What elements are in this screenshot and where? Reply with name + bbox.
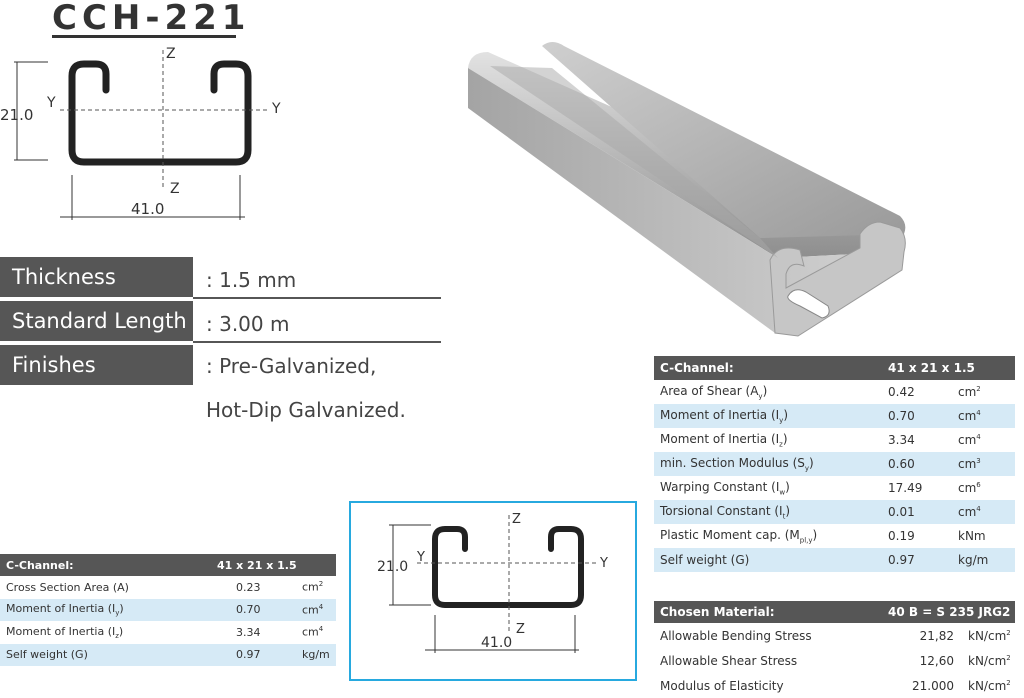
box-height-label: 21.0 xyxy=(377,559,408,575)
top-axis-z-top: Z xyxy=(166,46,176,62)
top-cross-section-drawing: 21.0 Y Y Z Z 41.0 xyxy=(0,46,281,220)
top-axis-z-bottom: Z xyxy=(170,181,180,197)
table-row: min. Section Modulus (Sy) 0.60 cm3 xyxy=(654,452,1015,476)
table-cell-unit: kN/cm2 xyxy=(962,623,1015,648)
table-row: Modulus of Elasticity 21.000 kN/cm2 xyxy=(654,673,1015,698)
material-table: Chosen Material: 40 B = S 235 JRG2 Allow… xyxy=(654,601,1015,698)
boxed-cross-section-drawing: 21.0 Y Y Z Z 41.0 xyxy=(377,512,608,653)
section-properties-table: C-Channel: 41 x 21 x 1.5 Area of Shear (… xyxy=(654,356,1015,572)
spec-value-length: : 3.00 m xyxy=(206,312,290,336)
table-header-row: Chosen Material: 40 B = S 235 JRG2 xyxy=(654,601,1015,623)
table-cell-name: Plastic Moment cap. (Mpl,y) xyxy=(654,524,882,548)
boxed-cross-section-frame xyxy=(349,501,637,681)
table-header-cell: Chosen Material: xyxy=(654,601,882,623)
box-axis-y-right: Y xyxy=(599,556,608,571)
table-cell-unit: cm2 xyxy=(952,380,1015,404)
table-cell-name: Moment of Inertia (Iy) xyxy=(0,598,211,621)
table-row: Moment of Inertia (Iz) 3.34 cm4 xyxy=(0,621,336,644)
top-width-label: 41.0 xyxy=(131,200,164,218)
table-row: Warping Constant (Iw) 17.49 cm6 xyxy=(654,476,1015,500)
table-cell-name: Self weight (G) xyxy=(654,548,882,572)
table-cell-unit: cm2 xyxy=(296,576,336,599)
box-axis-z-top: Z xyxy=(512,512,521,527)
table-cell-name: min. Section Modulus (Sy) xyxy=(654,452,882,476)
table-cell-unit: cm4 xyxy=(952,500,1015,524)
top-axis-y-right: Y xyxy=(271,101,281,117)
box-width-label: 41.0 xyxy=(481,635,512,651)
table-row: Cross Section Area (A) 0.23 cm2 xyxy=(0,576,336,599)
table-cell-value: 0.19 xyxy=(882,524,952,548)
table-cell-name: Torsional Constant (It) xyxy=(654,500,882,524)
spec-divider-thickness xyxy=(193,297,441,299)
table-row: Self weight (G) 0.97 kg/m xyxy=(0,643,336,666)
spec-value-finishes: : Pre-Galvanized, xyxy=(206,354,377,378)
table-cell-value: 3.34 xyxy=(882,428,952,452)
table-header-cell: 41 x 21 x 1.5 xyxy=(882,356,1015,380)
table-cell-name: Warping Constant (Iw) xyxy=(654,476,882,500)
table-cell-value: 0.70 xyxy=(211,598,296,621)
table-cell-unit: kNm xyxy=(952,524,1015,548)
spec-divider-length xyxy=(193,341,441,343)
table-row: Allowable Bending Stress 21,82 kN/cm2 xyxy=(654,623,1015,648)
table-cell-value: 0.70 xyxy=(882,404,952,428)
table-cell-unit: kg/m xyxy=(296,643,336,666)
table-cell-unit: cm3 xyxy=(952,452,1015,476)
table-cell-name: Moment of Inertia (Iy) xyxy=(654,404,882,428)
box-axis-y-left: Y xyxy=(416,550,425,565)
table-row: Moment of Inertia (Iy) 0.70 cm4 xyxy=(0,598,336,621)
table-cell-value: 21,82 xyxy=(882,623,962,648)
table-cell-name: Cross Section Area (A) xyxy=(0,576,211,599)
top-axis-y-left: Y xyxy=(46,95,56,111)
table-row: Torsional Constant (It) 0.01 cm4 xyxy=(654,500,1015,524)
table-cell-unit: cm4 xyxy=(952,404,1015,428)
small-properties-table: C-Channel: 41 x 21 x 1.5 Cross Section A… xyxy=(0,554,336,666)
table-cell-unit: cm4 xyxy=(296,621,336,644)
table-cell-value: 0.23 xyxy=(211,576,296,599)
table-cell-value: 0.42 xyxy=(882,380,952,404)
table-cell-name: Moment of Inertia (Iz) xyxy=(654,428,882,452)
table-cell-value: 0.60 xyxy=(882,452,952,476)
table-cell-name: Moment of Inertia (Iz) xyxy=(0,621,211,644)
table-cell-value: 12,60 xyxy=(882,648,962,673)
top-height-label: 21.0 xyxy=(0,106,33,124)
title-underline xyxy=(52,35,236,38)
table-cell-unit: cm4 xyxy=(952,428,1015,452)
table-cell-unit: kN/cm2 xyxy=(962,648,1015,673)
table-header-cell: 40 B = S 235 JRG2 xyxy=(882,601,1015,623)
table-row: Allowable Shear Stress 12,60 kN/cm2 xyxy=(654,648,1015,673)
table-header-cell: 41 x 21 x 1.5 xyxy=(211,554,336,576)
table-header-row: C-Channel: 41 x 21 x 1.5 xyxy=(0,554,336,576)
table-cell-value: 3.34 xyxy=(211,621,296,644)
table-cell-unit: kN/cm2 xyxy=(962,673,1015,698)
spec-value-thickness: : 1.5 mm xyxy=(206,268,297,292)
box-axis-z-bottom: Z xyxy=(516,622,525,637)
channel-3d-image xyxy=(468,42,906,337)
table-cell-name: Self weight (G) xyxy=(0,643,211,666)
table-cell-value: 0.01 xyxy=(882,500,952,524)
table-header-cell: C-Channel: xyxy=(0,554,211,576)
table-cell-value: 0.97 xyxy=(882,548,952,572)
table-cell-value: 17.49 xyxy=(882,476,952,500)
table-cell-unit: kg/m xyxy=(952,548,1015,572)
table-row: Plastic Moment cap. (Mpl,y) 0.19 kNm xyxy=(654,524,1015,548)
table-header-cell: C-Channel: xyxy=(654,356,882,380)
table-cell-unit: cm4 xyxy=(296,598,336,621)
table-row: Moment of Inertia (Iy) 0.70 cm4 xyxy=(654,404,1015,428)
table-cell-name: Allowable Bending Stress xyxy=(654,623,882,648)
table-cell-value: 0.97 xyxy=(211,643,296,666)
table-row: Area of Shear (Ay) 0.42 cm2 xyxy=(654,380,1015,404)
spec-value-finishes-2: Hot-Dip Galvanized. xyxy=(206,398,406,422)
table-row: Self weight (G) 0.97 kg/m xyxy=(654,548,1015,572)
table-cell-value: 21.000 xyxy=(882,673,962,698)
table-cell-name: Modulus of Elasticity xyxy=(654,673,882,698)
table-header-row: C-Channel: 41 x 21 x 1.5 xyxy=(654,356,1015,380)
table-cell-unit: cm6 xyxy=(952,476,1015,500)
spec-label-length: Standard Length xyxy=(0,301,193,341)
spec-label-finishes: Finishes xyxy=(0,345,193,385)
table-row: Moment of Inertia (Iz) 3.34 cm4 xyxy=(654,428,1015,452)
table-cell-name: Area of Shear (Ay) xyxy=(654,380,882,404)
spec-label-thickness: Thickness xyxy=(0,257,193,297)
product-title: CCH-221 xyxy=(52,0,251,38)
table-cell-name: Allowable Shear Stress xyxy=(654,648,882,673)
